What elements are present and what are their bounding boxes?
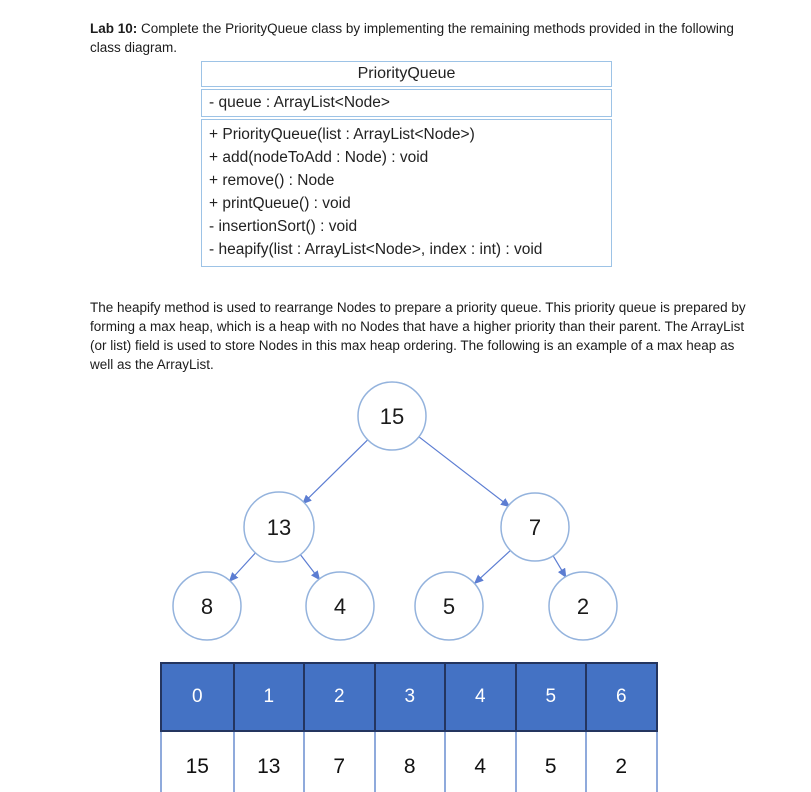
tree-edge-15-13 [302,439,369,505]
node-circle [414,571,484,641]
index-cell: 1 [232,664,303,730]
class-method: + printQueue() : void [209,195,351,212]
tree-node-13: 13 [243,491,315,563]
intro-text: Complete the PriorityQueue class by impl… [90,20,734,55]
class-method: + add(nodeToAdd : Node) : void [209,149,429,166]
arraylist-table: 0 1 2 3 4 5 6 15 13 7 8 4 5 2 [160,662,658,792]
tree-edge-13-8 [228,550,258,583]
node-value: 13 [267,515,291,540]
node-value: 2 [577,594,589,619]
tree-node-2: 2 [548,571,618,641]
node-value: 8 [201,594,213,619]
class-method: - heapify(list : ArrayList<Node>, index … [209,241,543,258]
class-attribute: - queue : ArrayList<Node> [209,94,390,111]
tree-node-15: 15 [357,381,427,451]
tree-node-5: 5 [414,571,484,641]
value-cell: 7 [303,732,374,792]
intro-paragraph: Lab 10: Complete the PriorityQueue class… [90,19,742,57]
value-cell: 8 [373,732,444,792]
node-circle [172,571,242,641]
class-method: + remove() : Node [209,172,335,189]
max-heap-tree-diagram: 15 13 7 8 4 5 2 [172,381,618,641]
index-cell: 5 [514,664,585,730]
lab-title-label: Lab 10: [90,20,138,36]
node-circle [548,571,618,641]
index-cell: 4 [444,664,515,730]
tree-edge-7-5 [473,548,513,585]
class-name: PriorityQueue [201,61,612,87]
node-circle [243,491,315,563]
value-cell: 5 [514,732,585,792]
value-cell: 4 [444,732,515,792]
tree-edge-7-2 [552,555,567,579]
value-cell: 2 [585,732,656,792]
node-value: 4 [334,594,346,619]
node-circle [500,492,570,562]
value-cell: 13 [232,732,303,792]
index-cell: 0 [162,664,233,730]
class-method: + PriorityQueue(list : ArrayList<Node>) [209,126,475,143]
node-circle [357,381,427,451]
index-cell: 6 [585,664,656,730]
class-attributes: - queue : ArrayList<Node> [201,89,612,117]
index-row: 0 1 2 3 4 5 6 [160,662,658,732]
value-row: 15 13 7 8 4 5 2 [160,732,658,792]
node-value: 15 [380,404,404,429]
class-method: - insertionSort() : void [209,218,358,235]
node-value: 5 [443,594,455,619]
class-methods: + PriorityQueue(list : ArrayList<Node>) … [201,119,612,267]
tree-node-7: 7 [500,492,570,562]
index-cell: 3 [373,664,444,730]
uml-class-diagram: PriorityQueue - queue : ArrayList<Node> … [201,61,612,267]
tree-edge-15-7 [418,436,511,508]
node-circle [305,571,375,641]
value-cell: 15 [162,732,233,792]
index-cell: 2 [303,664,374,730]
tree-node-8: 8 [172,571,242,641]
tree-edge-13-4 [298,552,321,581]
tree-edges [228,436,567,585]
node-value: 7 [529,515,541,540]
heapify-description: The heapify method is used to rearrange … [90,299,746,372]
tree-node-4: 4 [305,571,375,641]
